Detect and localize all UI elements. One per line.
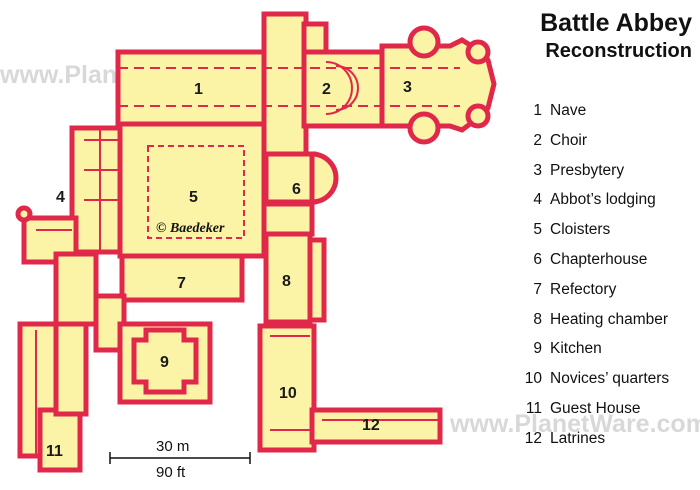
label-kitchen: 9 <box>160 354 169 371</box>
cloister-walk <box>147 145 245 239</box>
legend-item: 11 Guest House <box>512 394 669 424</box>
latrines <box>309 407 443 445</box>
west-tower <box>15 205 33 223</box>
legend-item: 9 Kitchen <box>512 334 669 364</box>
abbots-lodging <box>69 125 125 255</box>
legend-item: 7 Refectory <box>512 275 669 305</box>
legend-number: 6 <box>533 250 542 268</box>
publisher-credit: © Baedeker <box>156 221 225 236</box>
legend-number: 3 <box>533 161 542 179</box>
choir-curve <box>325 61 353 115</box>
legend-number: 2 <box>533 131 542 149</box>
label-nave: 1 <box>194 81 203 98</box>
legend-label: Cloisters <box>550 221 611 239</box>
label-novices-quarters: 10 <box>279 385 297 402</box>
scale-imperial: 90 ft <box>156 464 186 481</box>
legend-item: 6 Chapterhouse <box>512 245 669 275</box>
legend-label: Chapterhouse <box>550 250 648 268</box>
legend-item: 12 Latrines <box>512 424 669 454</box>
label-abbots-lodging: 4 <box>56 189 65 206</box>
refectory <box>119 253 245 303</box>
legend-label: Latrines <box>550 429 606 447</box>
label-presbytery: 3 <box>403 79 412 96</box>
legend-label: Kitchen <box>550 340 602 358</box>
apse-chapel-southeast <box>465 103 491 129</box>
legend-label: Choir <box>550 131 588 149</box>
legend-label: Heating chamber <box>550 310 669 328</box>
legend-label: Refectory <box>550 280 617 298</box>
apse-chapel-northeast <box>465 39 491 65</box>
legend-item: 4 Abbot’s lodging <box>512 185 669 215</box>
nave <box>115 49 271 127</box>
legend-item: 1 Nave <box>512 96 669 126</box>
legend-number: 9 <box>533 340 542 358</box>
watermark-bottom: www.PlanetWare.com <box>449 410 700 438</box>
title-block: Battle Abbey Reconstruction <box>540 8 692 64</box>
southwest-range <box>53 251 99 327</box>
apse-chapel-north <box>407 25 441 59</box>
map-subtitle: Reconstruction <box>545 40 692 62</box>
map-title: Battle Abbey <box>540 9 692 37</box>
label-refectory: 7 <box>177 275 186 292</box>
label-choir: 2 <box>322 81 331 98</box>
chapterhouse-apse <box>309 151 339 205</box>
heating-chamber <box>263 231 313 325</box>
legend-number: 11 <box>525 399 542 417</box>
legend-item: 8 Heating chamber <box>512 305 669 335</box>
legend-number: 5 <box>533 221 542 239</box>
scale-metric: 30 m <box>156 438 189 455</box>
guest-house-link <box>53 321 89 417</box>
scale-bar <box>109 452 251 464</box>
legend-number: 8 <box>533 310 542 328</box>
legend-label: Presbytery <box>550 161 625 179</box>
legend-label: Novices’ quarters <box>550 370 670 388</box>
legend-label: Guest House <box>550 399 641 417</box>
kitchen-inner <box>131 327 199 395</box>
choir <box>301 49 387 129</box>
apse-chapel-south <box>407 111 441 145</box>
label-heating-chamber: 8 <box>282 273 291 290</box>
legend-label: Abbot’s lodging <box>550 191 656 209</box>
legend-number: 10 <box>524 370 542 388</box>
legend-number: 7 <box>533 280 542 298</box>
east-buttress <box>307 237 327 323</box>
legend-label: Nave <box>550 102 587 119</box>
chapterhouse <box>263 151 317 205</box>
legend-item: 3 Presbytery <box>512 156 669 186</box>
transept <box>261 11 309 157</box>
legend-number: 4 <box>533 191 542 209</box>
east-range <box>261 201 315 237</box>
legend-item: 5 Cloisters <box>512 215 669 245</box>
label-cloisters: 5 <box>189 189 198 206</box>
guest-house <box>37 407 83 473</box>
legend-number: 1 <box>533 102 542 119</box>
legend-item: 2 Choir <box>512 126 669 156</box>
label-latrines: 12 <box>362 417 380 434</box>
legend-item: 10 Novices’ quarters <box>512 364 669 394</box>
legend-number: 12 <box>524 429 542 447</box>
label-chapterhouse: 6 <box>292 181 301 198</box>
label-guest-house: 11 <box>46 443 63 460</box>
choir-curve-inner <box>335 65 359 111</box>
